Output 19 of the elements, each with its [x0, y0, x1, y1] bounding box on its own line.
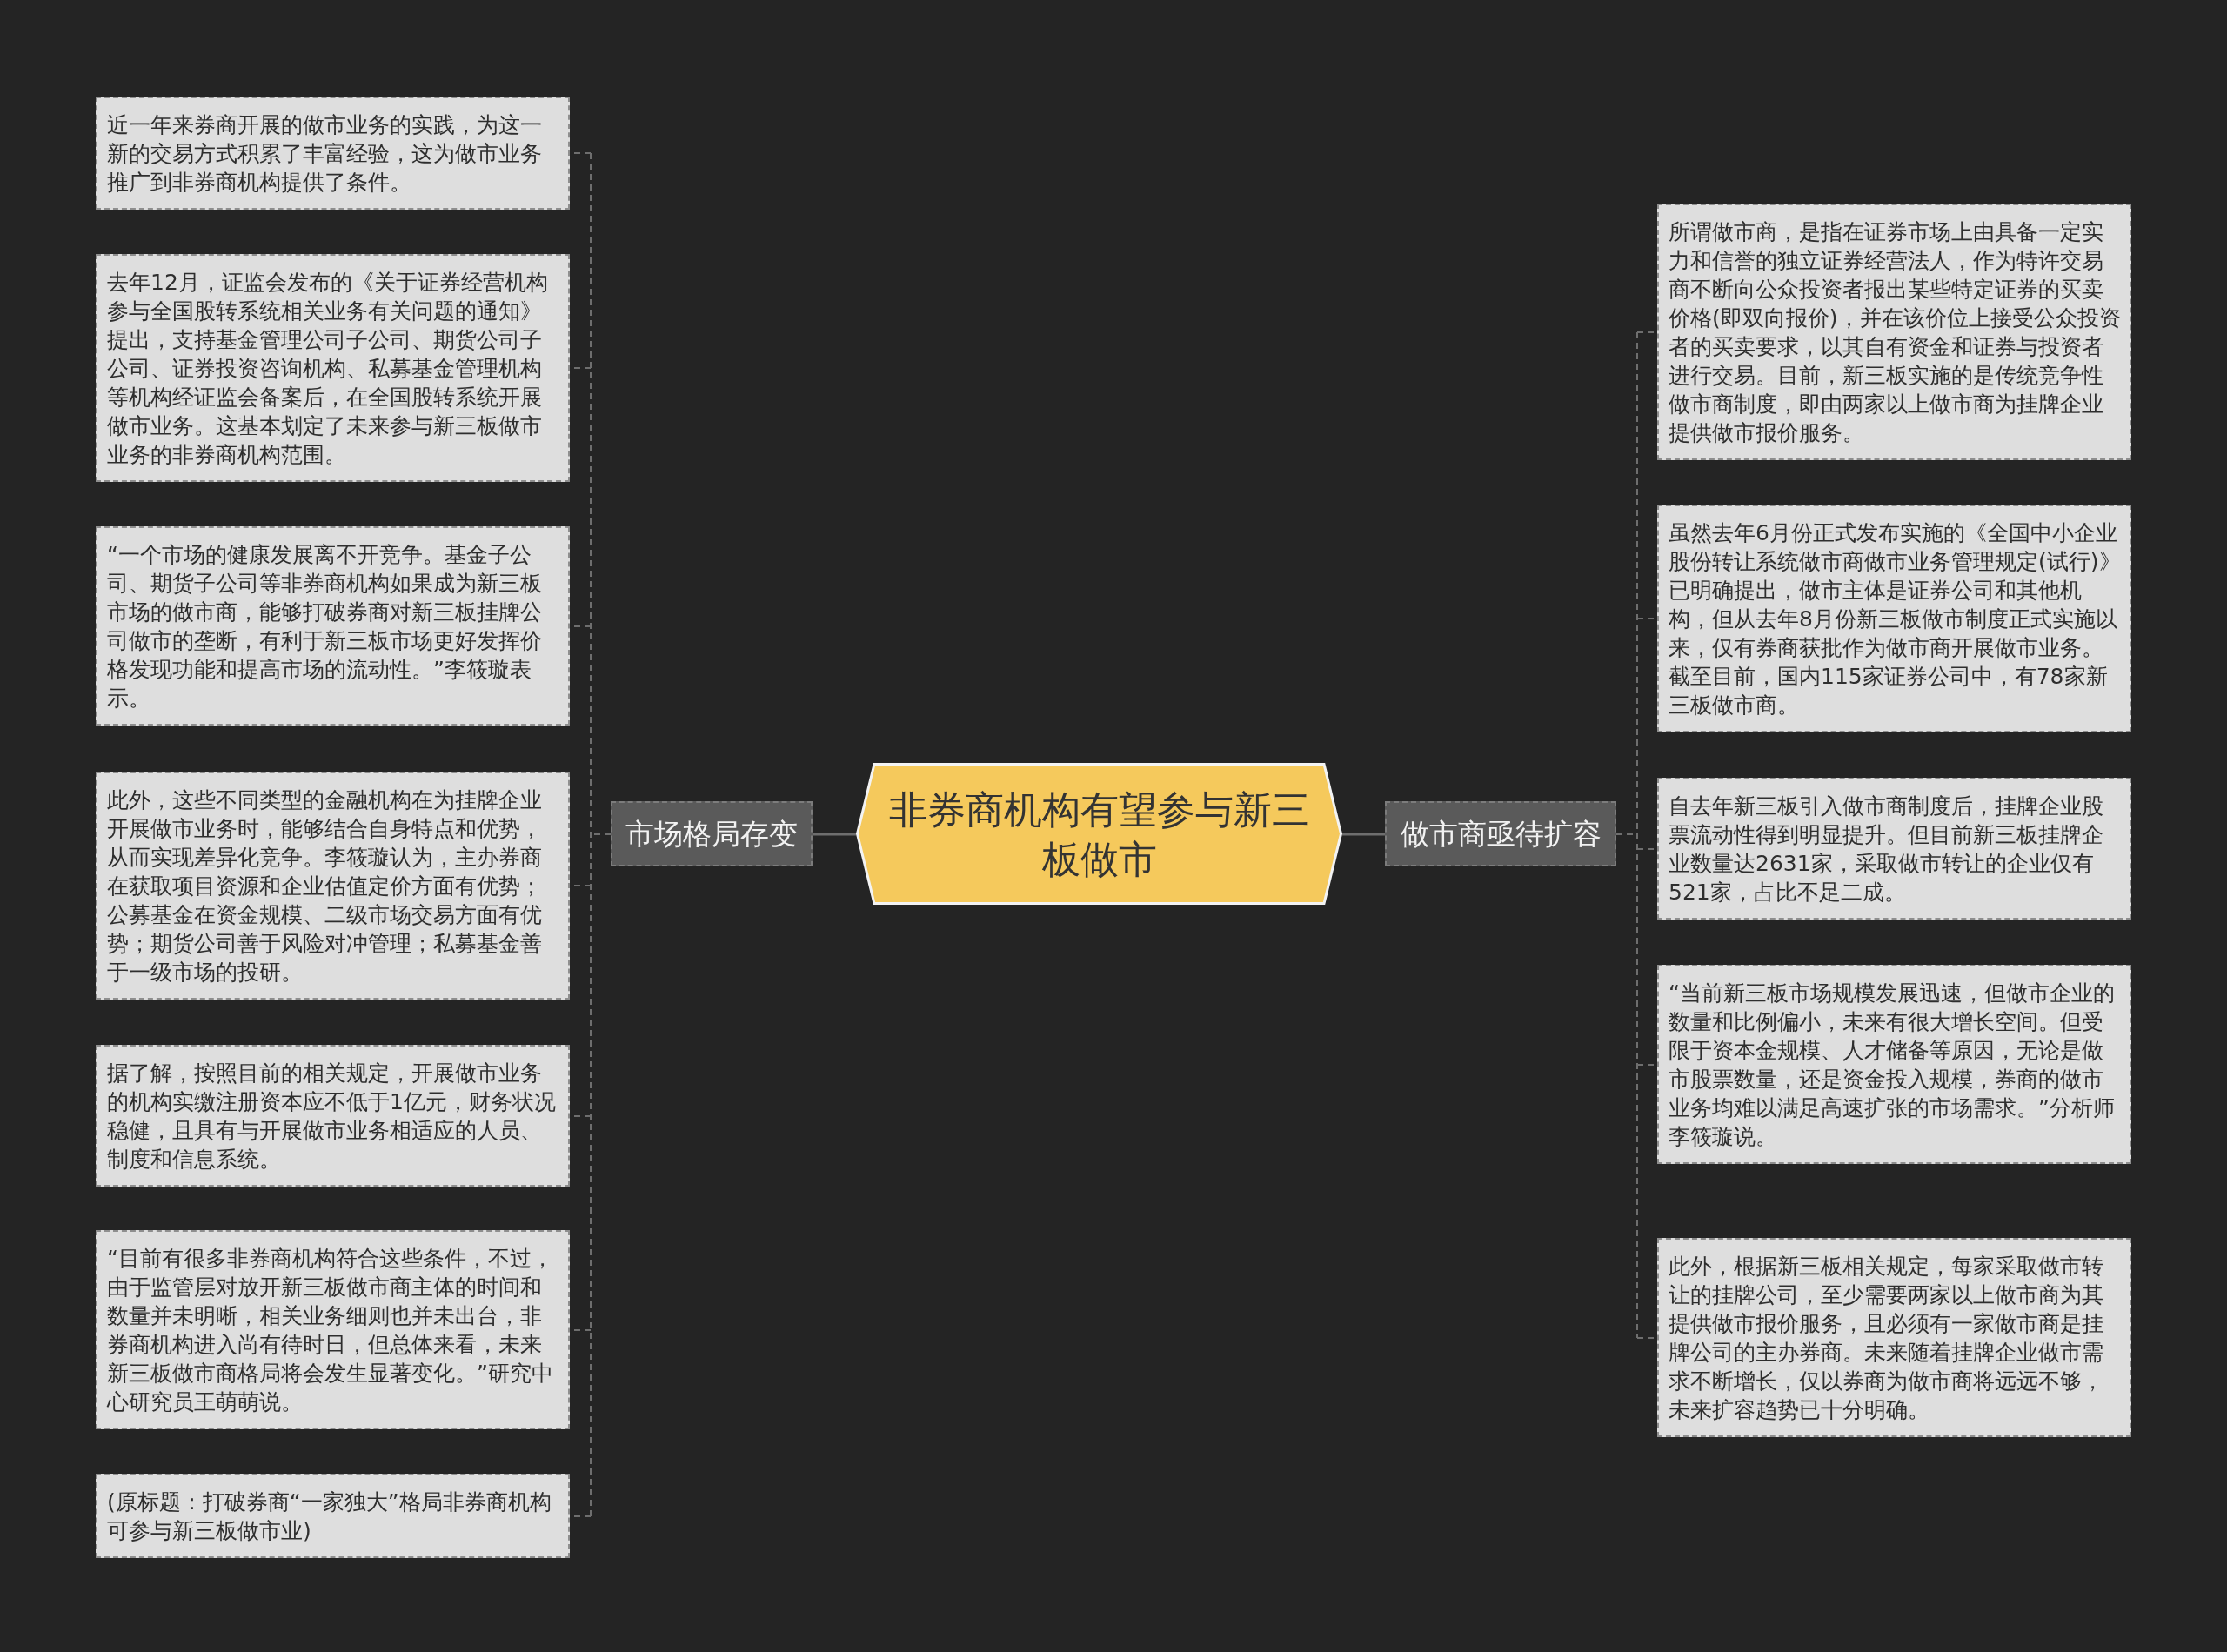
topic-box: 做市商亟待扩容 [1385, 801, 1616, 866]
note-box: (原标题：打破券商“一家独大”格局非券商机构可参与新三板做市业) [96, 1474, 570, 1558]
note-box: 据了解，按照目前的相关规定，开展做市业务的机构实缴注册资本应不低于1亿元，财务状况稳健，且具有与开展做市业务相适应的人员、制度和信息系统。 [96, 1045, 570, 1187]
note-box: 近一年来券商开展的做市业务的实践，为这一新的交易方式积累了丰富经验，这为做市业务推广到非券商机构提供了条件。 [96, 97, 570, 210]
connector-line [1615, 331, 1638, 1339]
note-box: 此外，这些不同类型的金融机构在为挂牌企业开展做市业务时，能够结合自身特点和优势，从而实现差异化竞争。李筱璇认为，主办券商在获取项目资源和企业估值定价方面有优势；公募基金在资金规模、二级市场交易方面有优势；期货公司善于风险对冲管理；私募基金善于一级市场的投研。 [96, 772, 570, 1000]
note-box: 自去年新三板引入做市商制度后，挂牌企业股票流动性得到明显提升。但目前新三板挂牌企业数量达2631家，采取做市转让的企业仅有521家，占比不足二成。 [1657, 778, 2131, 920]
connector-line [590, 152, 612, 1517]
note-box: 此外，根据新三板相关规定，每家采取做市转让的挂牌公司，至少需要两家以上做市商为其提供做市报价服务，且必须有一家做市商是挂牌公司的主办券商。未来随着挂牌企业做市需求不断增长，仅以券商为做市商将远远不够，未来扩容趋势已十分明确。 [1657, 1238, 2131, 1437]
connector-line [1342, 833, 1385, 836]
connector-line [813, 833, 856, 836]
note-box: 去年12月，证监会发布的《关于证券经营机构参与全国股转系统相关业务有关问题的通知》提出，支持基金管理公司子公司、期货公司子公司、证券投资咨询机构、私募基金管理机构等机构经证监会备案后，在全国股转系统开展做市业务。这基本划定了未来参与新三板做市业务的非券商机构范围。 [96, 254, 570, 482]
note-box: “目前有很多非券商机构符合这些条件，不过，由于监管层对放开新三板做市商主体的时间和数量并未明晰，相关业务细则也并未出台，非券商机构进入尚有待时日，但总体来看，未来新三板做市商格局将会发生显著变化。”研究中心研究员王萌萌说。 [96, 1230, 570, 1429]
note-box: 所谓做市商，是指在证券市场上由具备一定实力和信誉的独立证券经营法人，作为特许交易商不断向公众投资者报出某些特定证券的买卖价格(即双向报价)，并在该价位上接受公众投资者的买卖要求，以其自有资金和证券与投资者进行交易。目前，新三板实施的是传统竞争性做市商制度，即由两家以上做市商为挂牌企业提供做市报价服务。 [1657, 204, 2131, 460]
note-box: “一个市场的健康发展离不开竞争。基金子公司、期货子公司等非券商机构如果成为新三板市场的做市商，能够打破券商对新三板挂牌公司做市的垄断，有利于新三板市场更好发挥价格发现功能和提高市场的流动性。”李筱璇表示。 [96, 526, 570, 726]
central-topic: 非券商机构有望参与新三板做市 [856, 763, 1342, 905]
note-box: “当前新三板市场规模发展迅速，但做市企业的数量和比例偏小，未来有很大增长空间。但受限于资本金规模、人才储备等原因，无论是做市股票数量，还是资金投入规模，券商的做市业务均难以满足高速扩张的市场需求。”分析师李筱璇说。 [1657, 965, 2131, 1164]
note-box: 虽然去年6月份正式发布实施的《全国中小企业股份转让系统做市商做市业务管理规定(试行)》已明确提出，做市主体是证券公司和其他机构，但从去年8月份新三板做市制度正式实施以来，仅有券商获批作为做市商开展做市业务。截至目前，国内115家证券公司中，有78家新三板做市商。 [1657, 505, 2131, 732]
topic-box: 市场格局存变 [611, 801, 813, 866]
